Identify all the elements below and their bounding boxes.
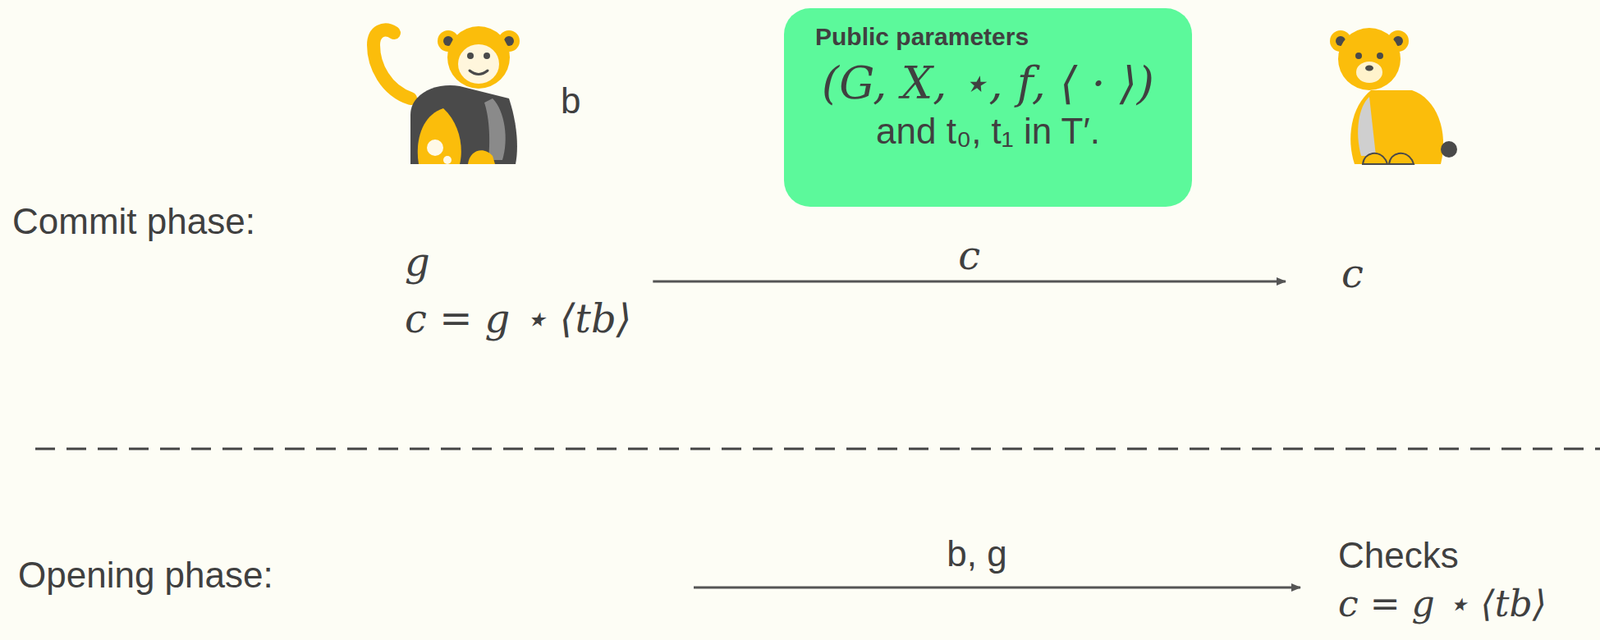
node-text: Checks <box>1338 535 1547 578</box>
phase-label: Opening phase: <box>18 554 274 596</box>
bit-label: b <box>560 80 581 122</box>
receiver-value: c <box>1287 251 1371 297</box>
parameters-box: Public parameters(G, X, ⋆, f, ⟨ · ⟩)and … <box>783 8 1192 207</box>
node-text: c = g ⋆ ⟨tb⟩ <box>1338 577 1547 626</box>
edge-label: c <box>954 232 984 279</box>
node-text: g <box>404 239 632 285</box>
node-text: c <box>1341 251 1364 297</box>
phase-label: Commit phase: <box>12 201 256 243</box>
node-text: Public parameters <box>800 22 1176 52</box>
monkey-icon <box>373 26 520 165</box>
node-text: and t₀, t₁ in T′. <box>800 109 1176 153</box>
bear-icon <box>1329 27 1458 165</box>
phase-separator <box>35 448 1600 451</box>
check-step: Checksc = g ⋆ ⟨tb⟩ <box>1331 535 1552 625</box>
node-text: c = g ⋆ ⟨tb⟩ <box>404 284 632 342</box>
node-text: (G, X, ⋆, f, ⟨ · ⟩) <box>800 51 1176 110</box>
opening-arrow <box>693 586 1301 590</box>
message-label: b, g <box>946 533 1007 575</box>
committer-values: gc = g ⋆ ⟨tb⟩ <box>398 239 653 342</box>
message-arrow <box>652 280 1286 284</box>
